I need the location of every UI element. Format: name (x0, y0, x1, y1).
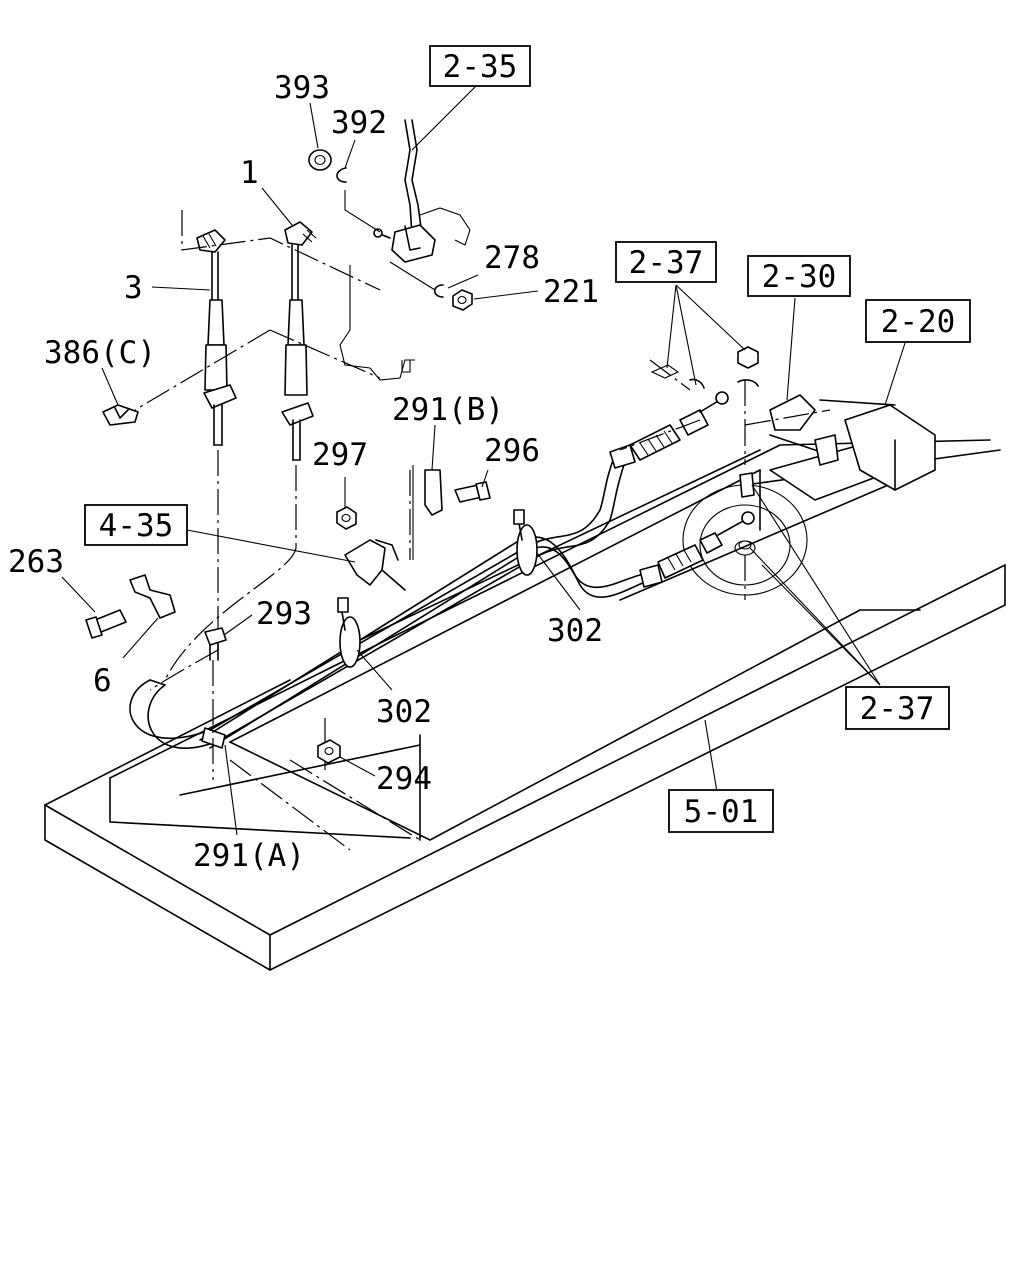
part-label-294: 294 (376, 761, 432, 797)
part-label-1: 1 (240, 155, 259, 191)
ref-label: 2-30 (762, 259, 837, 295)
ref-box-5-01[interactable]: 5-01 (668, 789, 774, 833)
hardware (85, 149, 759, 764)
leader-lines (61, 83, 906, 836)
ref-label: 5-01 (684, 794, 759, 830)
ref-label: 2-20 (881, 304, 956, 340)
ref-box-2-37-top[interactable]: 2-37 (615, 241, 717, 283)
part-label-278: 278 (484, 240, 540, 276)
ref-box-4-35[interactable]: 4-35 (84, 504, 188, 546)
ref-box-2-35[interactable]: 2-35 (429, 45, 531, 87)
part-label-393: 393 (274, 70, 330, 106)
shift-lever-bracket (339, 119, 471, 381)
part-label-291a: 291(A) (193, 838, 305, 874)
part-label-386c: 386(C) (44, 335, 156, 371)
ref-label: 2-37 (629, 245, 704, 281)
ref-box-2-20[interactable]: 2-20 (865, 299, 971, 343)
brake-lever-assembly (769, 394, 936, 501)
brake-cables (129, 391, 755, 749)
part-label-293: 293 (256, 596, 312, 632)
ref-label: 4-35 (99, 508, 174, 544)
ref-box-2-37-bottom[interactable]: 2-37 (845, 686, 950, 730)
part-label-297: 297 (312, 437, 368, 473)
cable-assembly-3 (196, 229, 237, 650)
part-label-263: 263 (8, 544, 64, 580)
ref-label: 2-37 (860, 691, 935, 727)
ref-box-2-30[interactable]: 2-30 (747, 255, 851, 297)
ref-label: 2-35 (443, 49, 518, 85)
part-label-302-lower: 302 (376, 694, 432, 730)
part-label-221: 221 (543, 274, 599, 310)
part-label-296: 296 (484, 433, 540, 469)
part-label-291b: 291(B) (392, 392, 504, 428)
part-label-3: 3 (124, 270, 143, 306)
part-label-392: 392 (331, 105, 387, 141)
part-label-6: 6 (93, 663, 112, 699)
cable-assembly-1 (164, 221, 317, 681)
part-label-302-upper: 302 (547, 613, 603, 649)
construction-lines (134, 210, 831, 851)
